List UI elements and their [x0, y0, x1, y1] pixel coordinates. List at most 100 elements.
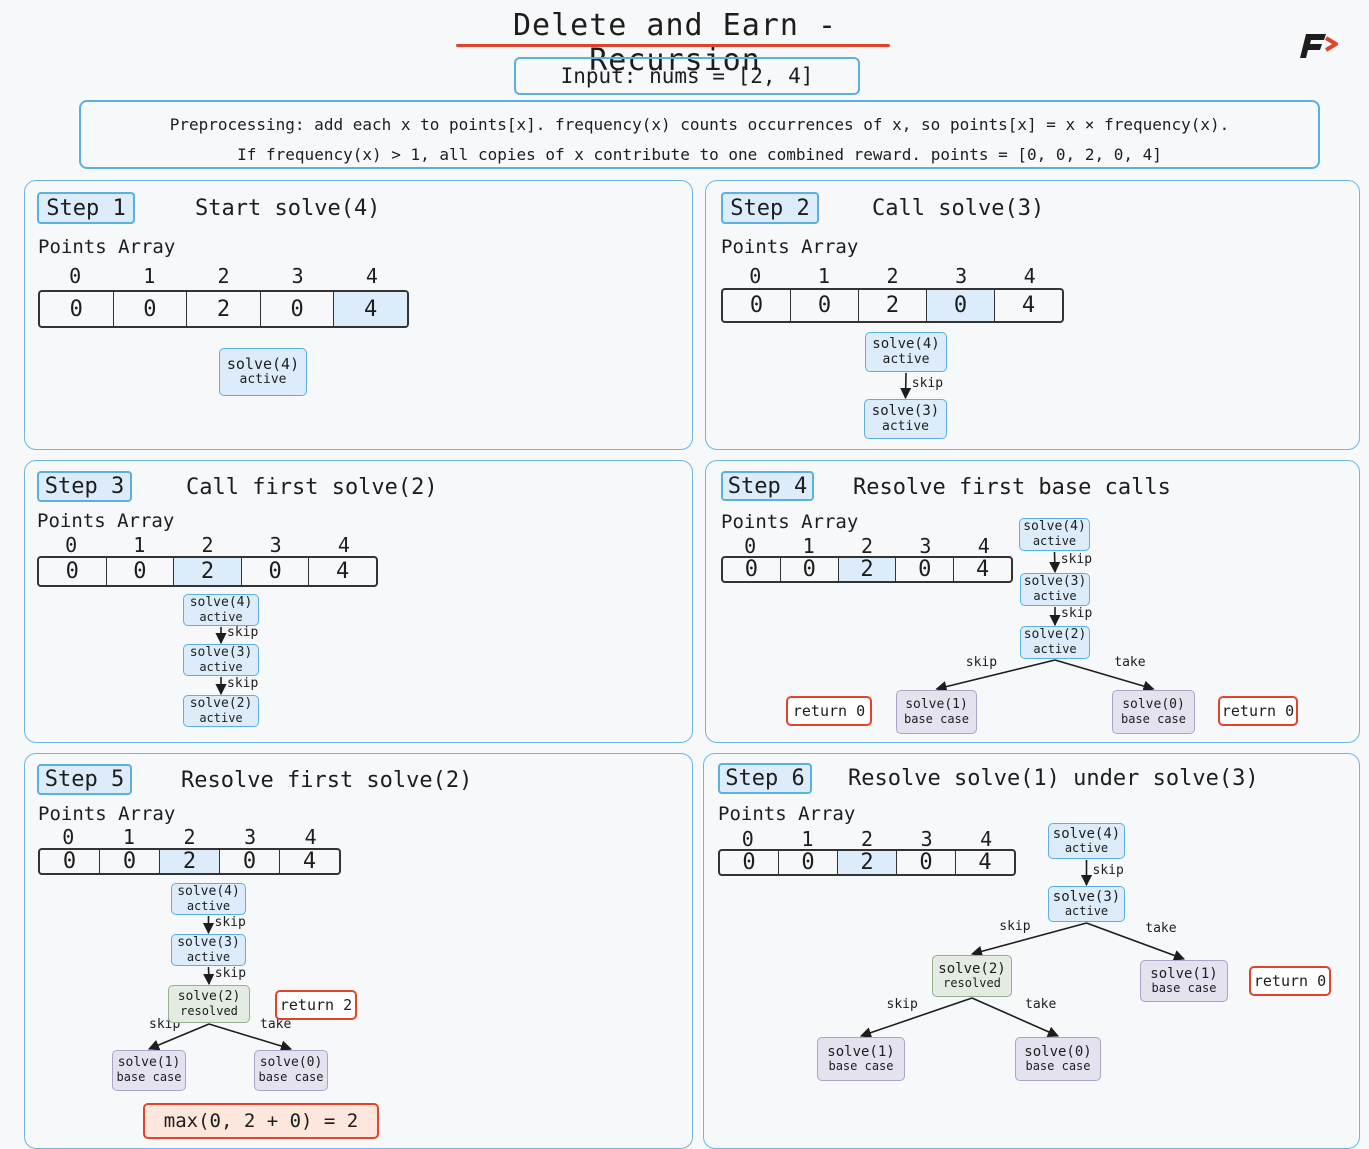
points-array-cell: 0	[242, 558, 310, 585]
node-call-label: solve(4)	[1023, 519, 1086, 535]
points-array-label: Points Array	[38, 803, 176, 825]
node-state-label: active	[186, 898, 231, 913]
array-index: 0	[741, 827, 754, 851]
array-index: 3	[955, 264, 968, 288]
step-6-title: Resolve solve(1) under solve(3)	[848, 766, 1259, 791]
recursion-node-solve2: solve(2)active	[183, 695, 259, 727]
node-state-label: active	[882, 351, 930, 367]
points-array-cell: 2	[187, 292, 261, 326]
recursion-node-solve1: solve(1)base case	[1140, 960, 1228, 1002]
node-state-label: active	[1033, 642, 1077, 657]
array-index: 4	[977, 534, 990, 558]
array-index: 1	[801, 827, 814, 851]
points-array-label: Points Array	[38, 236, 176, 258]
node-call-label: solve(4)	[177, 883, 240, 899]
edge-label-skip: skip	[965, 654, 998, 670]
array-index: 3	[920, 827, 933, 851]
edge-label-take: take	[1145, 921, 1177, 936]
points-array-cell: 0	[927, 290, 995, 321]
node-call-label: solve(0)	[1122, 696, 1185, 712]
points-array-label: Points Array	[721, 511, 859, 533]
node-state-label: active	[1032, 534, 1077, 549]
node-state-label: active	[199, 659, 243, 674]
recursion-node-solve3: solve(3)active	[864, 399, 947, 439]
node-call-label: solve(4)	[189, 594, 253, 610]
step-1-title: Start solve(4)	[195, 196, 381, 221]
recursion-node-solve1: solve(1)base case	[817, 1037, 905, 1081]
array-index: 1	[133, 533, 146, 557]
points-array-cell: 4	[302, 849, 317, 874]
array-index: 2	[183, 825, 196, 849]
array-index: 2	[860, 827, 873, 851]
points-array-label: Points Array	[718, 803, 856, 825]
node-call-label: solve(4)	[226, 354, 300, 373]
array-index: 0	[62, 825, 75, 849]
node-call-label: solve(2)	[177, 988, 241, 1004]
points-array-cell: 4	[334, 292, 407, 326]
edge-label-take: take	[1114, 654, 1146, 670]
node-state-label: active	[199, 609, 243, 624]
node-call-label: solve(4)	[1052, 826, 1121, 843]
points-array-cell: 0	[40, 850, 100, 873]
recursion-node-solve4: solve(4)active	[219, 348, 307, 396]
node-call-label: solve(4)	[872, 336, 940, 353]
edge-label-skip: skip	[999, 918, 1031, 934]
step-2-badge: Step 2	[721, 192, 819, 224]
array-index: 4	[365, 264, 378, 288]
points-array-cell: 4	[1021, 293, 1036, 318]
array-index: 2	[201, 533, 214, 557]
array-index: 4	[1023, 264, 1036, 288]
array-index: 2	[217, 264, 230, 288]
points-array-cell: 0	[107, 558, 175, 585]
array-index: 4	[980, 827, 993, 851]
return-box: return 0	[1218, 696, 1298, 726]
array-index: 1	[817, 264, 830, 288]
return-box: return 0	[786, 696, 872, 726]
recursion-node-solve4: solve(4)active	[1019, 518, 1090, 551]
preprocessing-box: Preprocessing: add each x to points[x]. …	[79, 100, 1320, 169]
page-title: Delete and Earn - Recursion	[512, 8, 838, 78]
edge-label-take: take	[1025, 997, 1057, 1012]
node-call-label: solve(1)	[117, 1055, 181, 1071]
node-call-label: solve(3)	[1023, 574, 1087, 590]
edge-label-skip: skip	[886, 997, 918, 1012]
array-index: 4	[304, 825, 317, 849]
points-array-cell: 0	[781, 558, 839, 581]
points-array-cell: 0	[723, 290, 791, 321]
recursion-node-solve4: solve(4)active	[1048, 823, 1125, 859]
node-call-label: solve(3)	[1052, 889, 1121, 906]
step-2-title: Call solve(3)	[872, 196, 1045, 221]
array-index: 0	[749, 264, 762, 288]
edge-label-skip: skip	[227, 675, 259, 691]
title-underline	[456, 44, 890, 47]
edge-label-skip: skip	[214, 914, 246, 930]
recursion-node-solve3: solve(3)active	[183, 644, 259, 676]
recursion-node-solve2: solve(2)resolved	[168, 985, 250, 1023]
node-call-label: solve(1)	[1150, 966, 1218, 983]
array-index: 4	[337, 533, 350, 557]
node-call-label: solve(3)	[871, 403, 940, 420]
points-array-cell: 0	[896, 558, 955, 581]
preprocessing-line-1: Preprocessing: add each x to points[x]. …	[169, 115, 1230, 134]
points-array-cell: 4	[975, 557, 990, 582]
edge-label-skip: skip	[1092, 862, 1124, 878]
points-array-cell: 2	[859, 290, 927, 321]
step-6-badge: Step 6	[718, 763, 812, 794]
recursion-node-solve2: solve(2)resolved	[932, 955, 1012, 997]
array-index: 1	[143, 264, 156, 288]
result-formula: max(0, 2 + 0) = 2	[143, 1103, 379, 1139]
recursion-node-solve3: solve(3)active	[1048, 886, 1125, 922]
node-state-label: base case	[828, 1059, 894, 1074]
points-array-cell: 2	[838, 851, 897, 874]
step-3-badge: Step 3	[37, 471, 132, 502]
node-state-label: resolved	[180, 1003, 238, 1018]
node-state-label: active	[199, 710, 243, 725]
points-array-cell: 4	[978, 850, 992, 875]
node-state-label: base case	[1025, 1059, 1091, 1074]
edge-label-skip: skip	[214, 965, 247, 981]
